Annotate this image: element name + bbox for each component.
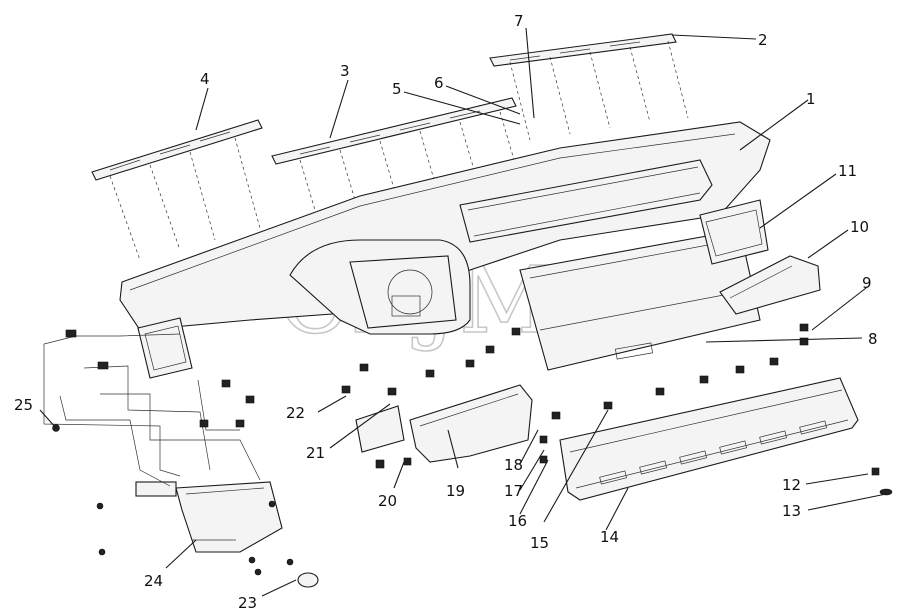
defroster-grille-right xyxy=(489,33,677,67)
callout-6: 6 xyxy=(434,74,444,92)
callout-13: 13 xyxy=(782,502,801,520)
lower-panel-frame xyxy=(519,229,761,371)
callout-17: 17 xyxy=(504,482,523,500)
knee-bolster-panel xyxy=(409,384,533,463)
callout-25: 25 xyxy=(14,396,33,414)
leader-lines xyxy=(39,27,887,597)
left-lower-cover xyxy=(135,481,283,553)
callout-19: 19 xyxy=(446,482,465,500)
callout-20: 20 xyxy=(378,492,397,510)
callout-8: 8 xyxy=(868,330,878,348)
callout-21: 21 xyxy=(306,444,325,462)
callout-16: 16 xyxy=(508,512,527,530)
callout-9: 9 xyxy=(862,274,872,292)
callout-24: 24 xyxy=(144,572,163,590)
callout-22: 22 xyxy=(286,404,305,422)
lower-trim-panel xyxy=(559,377,859,501)
small-bracket-21 xyxy=(355,405,405,453)
callout-11: 11 xyxy=(838,162,857,180)
defroster-grille-left xyxy=(91,119,263,181)
callout-14: 14 xyxy=(600,528,619,546)
right-end-bracket xyxy=(699,199,769,265)
callout-2: 2 xyxy=(758,31,768,49)
callout-5: 5 xyxy=(392,80,402,98)
callout-18: 18 xyxy=(504,456,523,474)
callout-1: 1 xyxy=(806,90,816,108)
defroster-grille-center xyxy=(271,97,517,165)
callout-12: 12 xyxy=(782,476,801,494)
right-side-cover xyxy=(719,255,821,315)
dashboard-main-panel xyxy=(119,121,771,379)
callout-7: 7 xyxy=(514,12,524,30)
callout-10: 10 xyxy=(850,218,869,236)
left-guide-lines xyxy=(43,333,261,487)
grille-guide-lines xyxy=(109,40,689,261)
callout-3: 3 xyxy=(340,62,350,80)
callout-labels: 1 2 3 4 5 6 7 8 9 10 11 12 13 14 15 16 1… xyxy=(14,12,878,612)
callout-4: 4 xyxy=(200,70,210,88)
callout-23: 23 xyxy=(238,594,257,612)
callout-15: 15 xyxy=(530,534,549,552)
